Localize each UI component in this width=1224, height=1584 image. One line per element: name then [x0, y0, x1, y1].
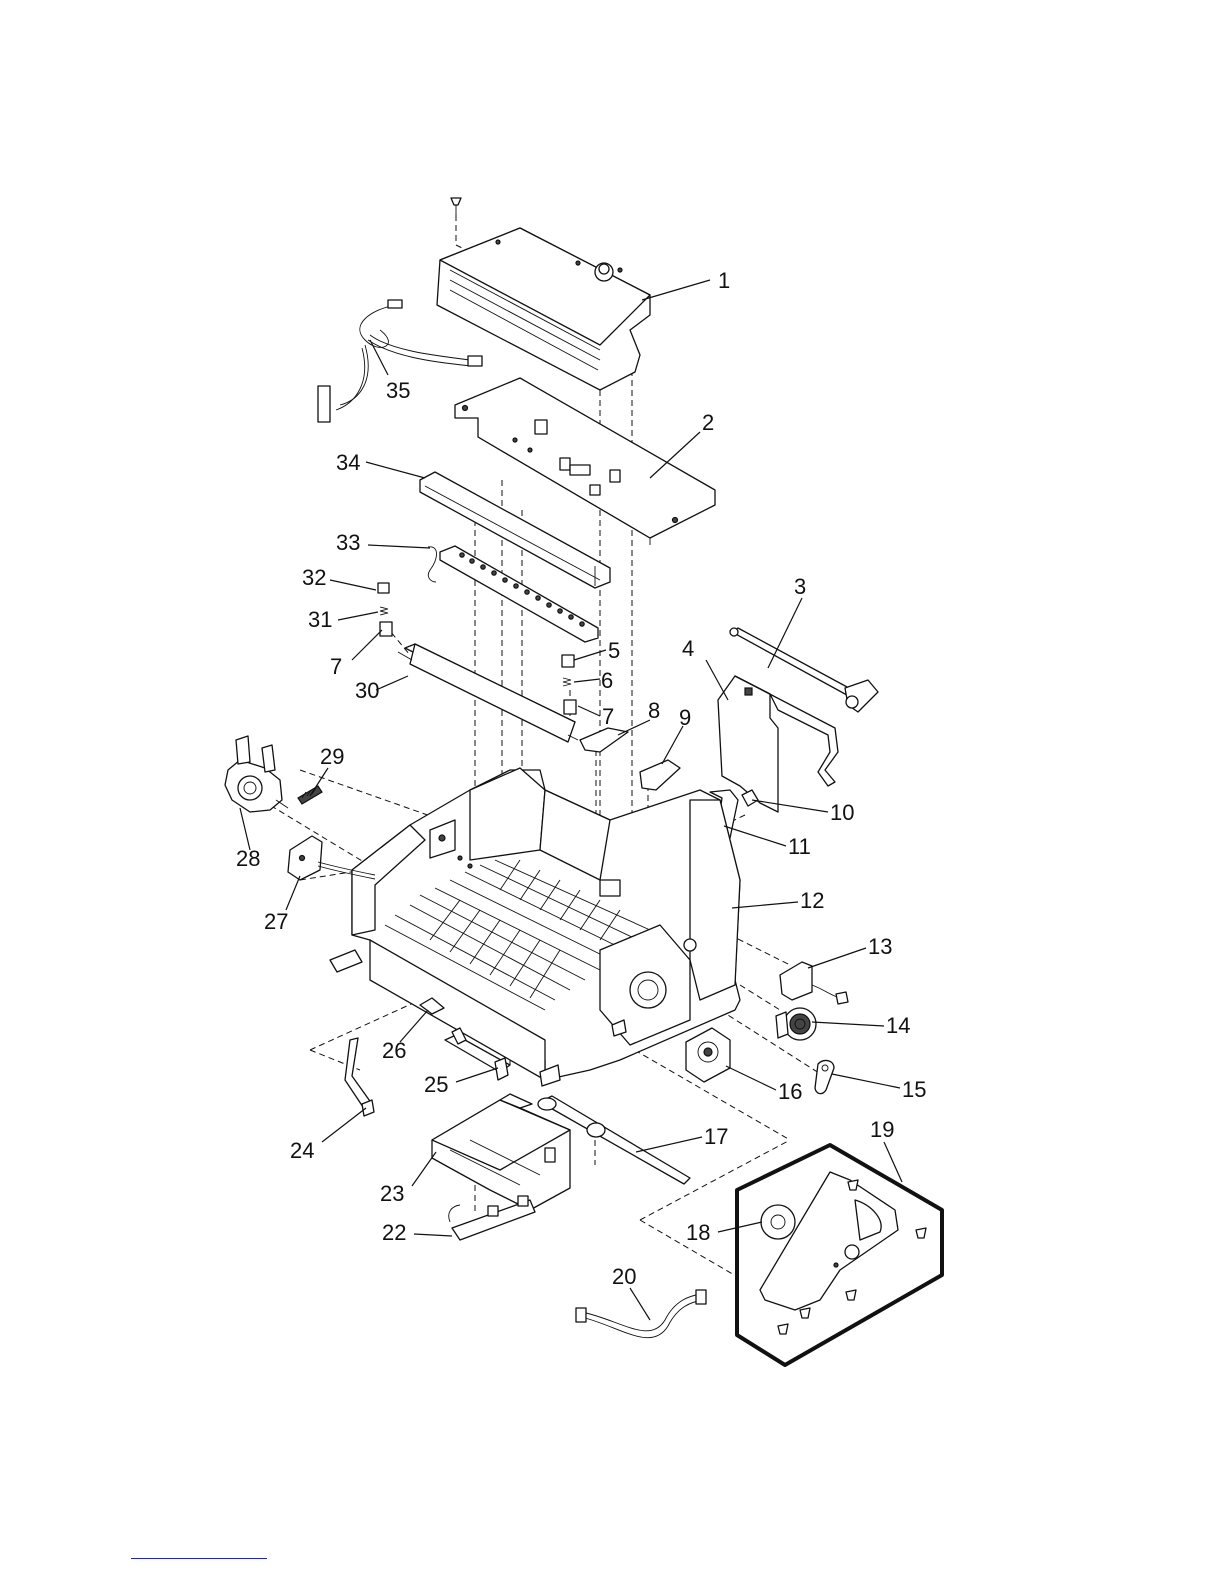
callout-7-right: 7 [602, 704, 614, 729]
callout-18: 18 [686, 1220, 710, 1245]
callout-28: 28 [236, 846, 260, 871]
callout-6: 6 [601, 668, 613, 693]
callout-27: 27 [264, 909, 288, 934]
part-19-motor-assembly-frame [737, 1145, 942, 1365]
callout-35: 35 [386, 378, 410, 403]
callout-7-left: 7 [330, 654, 342, 679]
callout-22: 22 [382, 1220, 406, 1245]
part-16-fan [686, 1028, 730, 1082]
callout-26: 26 [382, 1038, 406, 1063]
callout-32: 32 [302, 565, 326, 590]
callout-8: 8 [648, 698, 660, 723]
callout-17: 17 [704, 1124, 728, 1149]
callout-34: 34 [336, 450, 360, 475]
part-8-bracket [580, 728, 628, 752]
callout-4: 4 [682, 636, 694, 661]
callout-16: 16 [778, 1079, 802, 1104]
callout-20: 20 [612, 1264, 636, 1289]
part-9-bracket [640, 760, 680, 790]
part-23-pick-assembly [432, 1094, 570, 1210]
parts-5-6-7-right-bushings [562, 655, 576, 714]
part-15-cam-lever [815, 1061, 834, 1094]
callout-1: 1 [718, 268, 730, 293]
callout-2: 2 [702, 410, 714, 435]
callout-29: 29 [320, 744, 344, 769]
parts-32-31-7-left-bushings [378, 583, 392, 636]
part-28-side-gear-unit [225, 736, 288, 812]
callout-19: 19 [870, 1117, 894, 1142]
callout-33: 33 [336, 530, 360, 555]
callout-25: 25 [424, 1072, 448, 1097]
part-22-sensor-board [449, 1196, 535, 1240]
part-30-roller-shaft [398, 644, 578, 742]
part-20-cable [576, 1290, 706, 1338]
callout-23: 23 [380, 1181, 404, 1206]
callout-12: 12 [800, 888, 824, 913]
part-13-bracket [780, 962, 848, 1004]
callout-10: 10 [830, 800, 854, 825]
callout-9: 9 [679, 705, 691, 730]
callout-15: 15 [902, 1077, 926, 1102]
callout-3: 3 [794, 574, 806, 599]
callout-30: 30 [355, 678, 379, 703]
part-24-linkage [345, 1038, 374, 1116]
callout-14: 14 [886, 1013, 910, 1038]
part-4-lever-plate [718, 676, 838, 812]
callout-13: 13 [868, 934, 892, 959]
callout-31: 31 [308, 607, 332, 632]
footer-link-underline [131, 1558, 267, 1559]
callout-11: 11 [788, 834, 811, 859]
part-14-gear [776, 1008, 816, 1040]
callout-5: 5 [608, 638, 620, 663]
callout-24: 24 [290, 1138, 314, 1163]
